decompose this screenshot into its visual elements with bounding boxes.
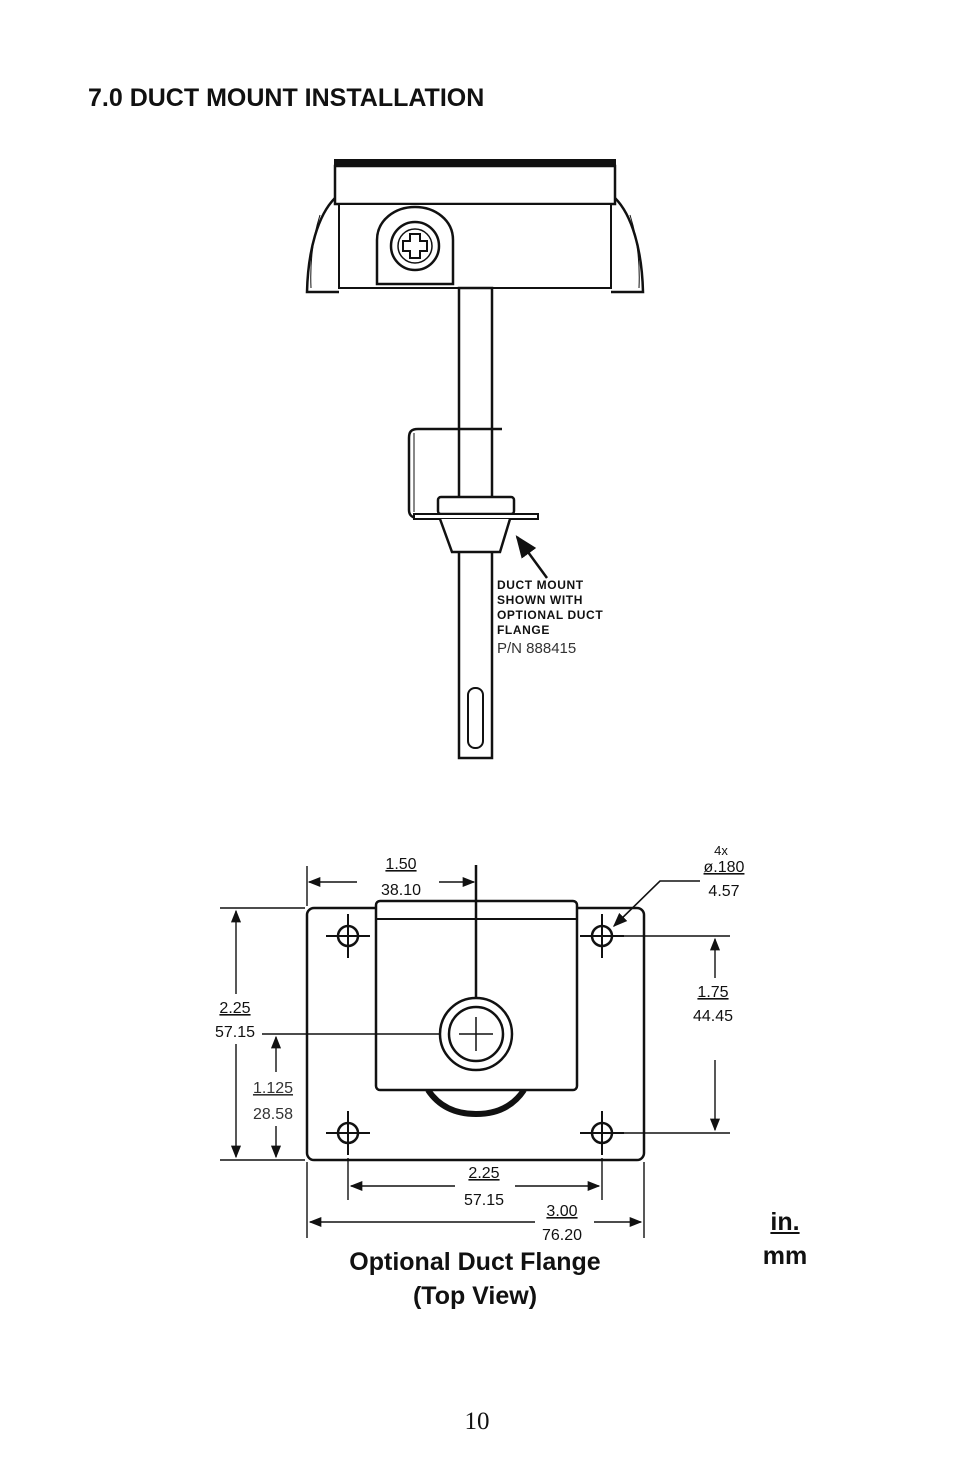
hole-vert-in: 1.75 [697,984,728,1001]
callout-line-3: OPTIONAL DUCT [497,608,603,622]
duct-flange [436,495,516,516]
units-mm-label: mm [762,1242,808,1270]
mounting-hole-icon [326,1111,370,1155]
center-offset-mm: 38.10 [381,882,421,899]
mounting-hole-icon [580,1111,624,1155]
mounting-hole-icon [580,914,624,958]
top-view-drawing [305,865,646,1162]
side-view-drawing [305,159,645,760]
units-inches-label: in. [770,1208,800,1236]
probe-slot [467,687,484,749]
center-probe-inner [447,1005,505,1063]
callout-arrow [515,535,549,579]
part-number: P/N 888415 [497,640,576,657]
hole-count-label: 4x [714,843,728,858]
dimension-labels: 4x ø.180 4.57 1.50 38.10 2.25 57.15 1.12… [215,843,745,1244]
hole-horiz-mm: 57.15 [464,1192,504,1209]
height-in: 2.25 [219,1000,250,1017]
hole-vert-mm: 44.45 [693,1008,733,1025]
flange-plate [413,513,539,520]
housing-right-wing [611,197,645,294]
center-offset-in: 1.50 [385,856,416,873]
height-mm: 57.15 [215,1024,255,1041]
callout-line-4: FLANGE [497,623,550,637]
figure-caption-title: Optional Duct Flange [349,1248,601,1276]
page-title: 7.0 DUCT MOUNT INSTALLATION [88,84,485,112]
width-mm: 76.20 [542,1227,582,1244]
width-in: 3.00 [546,1203,577,1220]
half-height-mm: 28.58 [253,1106,293,1123]
mounting-hole-icon [326,914,370,958]
flange-cone [438,518,512,554]
callout-line-2: SHOWN WITH [497,593,583,607]
dimension-lines [220,866,730,1238]
housing-left-wing [305,197,339,294]
hole-dia-mm: 4.57 [708,883,739,900]
callout-line-1: DUCT MOUNT [497,578,584,592]
half-height-in: 1.125 [253,1080,293,1097]
page-number: 10 [464,1408,490,1435]
hole-dia-in: ø.180 [704,859,745,876]
hole-horiz-in: 2.25 [468,1165,499,1182]
housing-lid [333,164,617,206]
figure-caption-subtitle: (Top View) [412,1282,538,1310]
